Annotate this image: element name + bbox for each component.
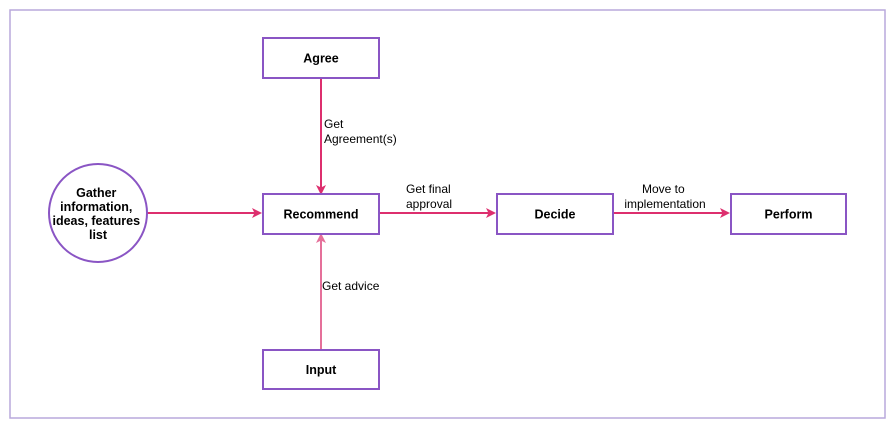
edge-label-get-final-approval-line-2: approval <box>406 197 452 211</box>
edge-label-get-agreement: Get Agreement(s) <box>324 117 397 146</box>
node-recommend-label: Recommend <box>283 208 358 222</box>
node-gather-line-1: Gather <box>76 186 116 200</box>
diagram-frame <box>9 9 886 419</box>
edge-label-get-agreement-line-2: Agreement(s) <box>324 132 397 146</box>
edge-label-move-to-implementation-line-2: implementation <box>624 197 705 211</box>
node-decide-box[interactable] <box>496 193 614 235</box>
node-recommend-box[interactable] <box>262 193 380 235</box>
node-gather-line-2: information, <box>60 200 132 214</box>
node-perform-box[interactable] <box>730 193 847 235</box>
edge-label-get-advice: Get advice <box>322 279 380 293</box>
node-agree-label: Agree <box>303 52 338 66</box>
node-agree-box[interactable] <box>262 37 380 79</box>
node-decide-label: Decide <box>535 208 576 222</box>
node-perform-label: Perform <box>765 208 813 222</box>
node-input-box[interactable] <box>262 349 380 390</box>
node-gather-line-3: ideas, features <box>52 214 140 228</box>
edge-label-get-final-approval: Get final approval <box>406 182 454 211</box>
edge-label-move-to-implementation-line-1: Move to <box>642 182 685 196</box>
node-gather-circle[interactable] <box>48 163 148 263</box>
edge-label-get-final-approval-line-1: Get final <box>406 182 451 196</box>
node-gather-line-4: list <box>89 228 108 242</box>
node-gather-label: Gather information, ideas, features list <box>52 186 143 242</box>
node-input-label: Input <box>306 363 337 377</box>
edge-label-get-agreement-line-1: Get <box>324 117 344 131</box>
edge-label-move-to-implementation: Move to implementation <box>624 182 705 211</box>
